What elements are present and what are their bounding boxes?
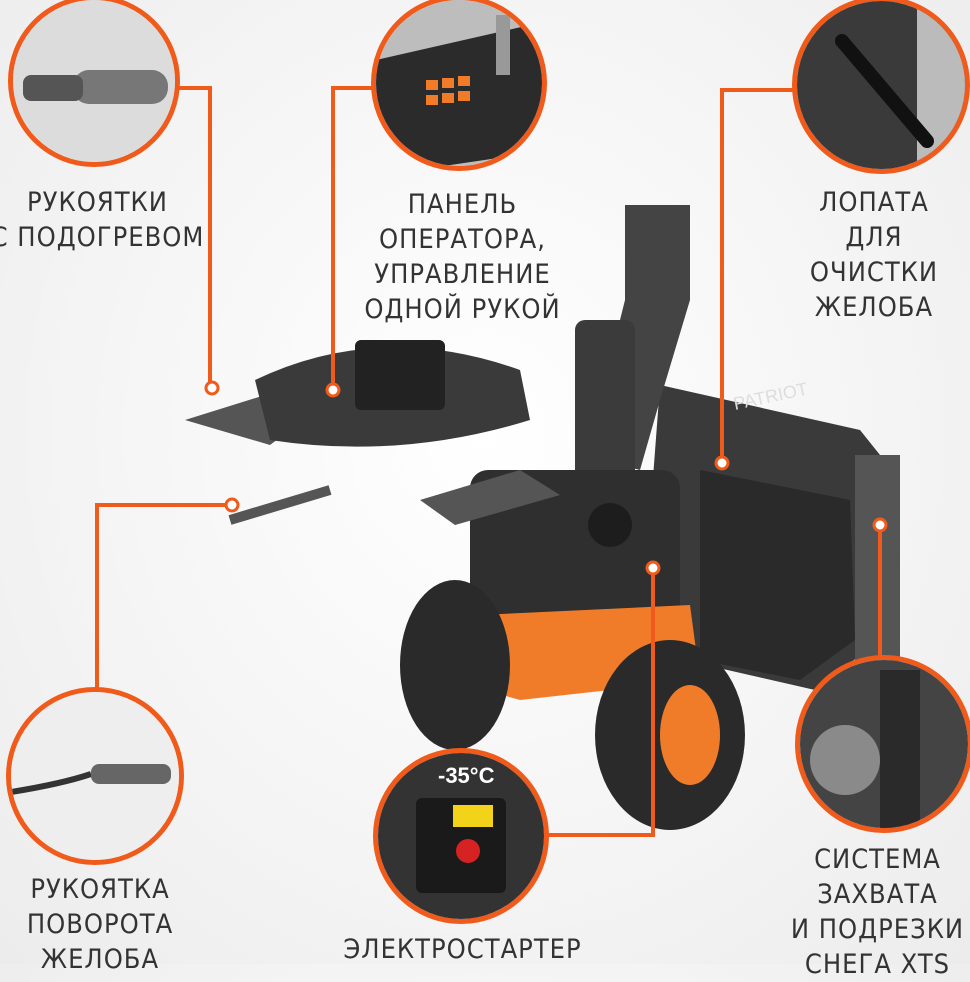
electric-starter-inset: -35°C (373, 748, 549, 924)
label-operator-panel: ПАНЕЛЬ ОПЕРАТОРА, УПРАВЛЕНИЕ ОДНОЙ РУКОЙ (364, 189, 561, 325)
callout-dot (645, 560, 661, 576)
operator-panel-inset (371, 0, 547, 171)
chute-handle-inset (6, 687, 184, 865)
left-wheel (400, 580, 510, 750)
heated-grip-inset (8, 0, 180, 167)
label-chute-shovel: ЛОПАТА ДЛЯ ОЧИСТКИ ЖЕЛОБА (809, 187, 939, 323)
callout-dot (224, 497, 240, 513)
callout-dot (204, 380, 220, 396)
label-chute-handle: РУКОЯТКА ПОВОРОТА ЖЕЛОБА (26, 874, 174, 975)
side-skid (855, 455, 900, 665)
callout-dot (325, 382, 341, 398)
temp-badge: -35°C (438, 763, 495, 788)
label-electric-starter: ЭЛЕКТРОСТАРТЕР (343, 934, 582, 965)
xts-system-inset (795, 655, 970, 833)
label-xts-system: СИСТЕМА ЗАХВАТА И ПОДРЕЗКИ СНЕГА XTS (790, 844, 965, 980)
chute-shovel-inset (792, 0, 970, 174)
callout-dot (714, 455, 730, 471)
callout-dot (872, 517, 888, 533)
label-heated-grips: РУКОЯТКИ С ПОДОГРЕВОМ (0, 187, 205, 253)
